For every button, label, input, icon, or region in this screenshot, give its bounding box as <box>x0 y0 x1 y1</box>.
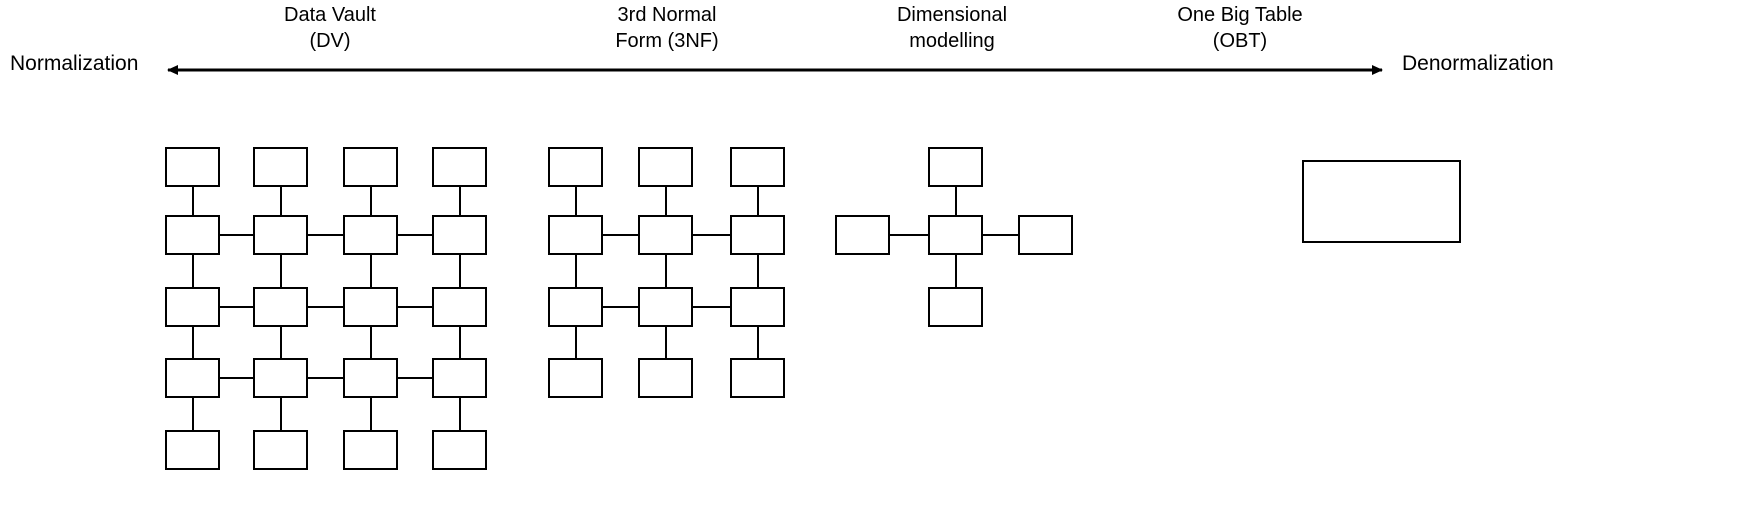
dimension-box-right <box>1018 215 1073 255</box>
connector-vertical <box>458 187 461 215</box>
connector-vertical <box>458 398 461 430</box>
connector-vertical <box>279 187 282 215</box>
one-big-table-box <box>1302 160 1461 243</box>
entity-box <box>165 358 220 398</box>
connector-vertical <box>369 398 372 430</box>
connector-vertical <box>756 255 759 287</box>
connector-vertical <box>458 327 461 358</box>
connector-vertical <box>191 398 194 430</box>
connector-horizontal <box>398 377 432 379</box>
connector-vertical <box>458 255 461 287</box>
connector-horizontal <box>603 306 638 308</box>
connector-horizontal <box>220 377 253 379</box>
connector-horizontal <box>398 306 432 308</box>
entity-box <box>253 147 308 187</box>
normalization-axis-arrow <box>167 65 1383 75</box>
entity-box <box>432 147 487 187</box>
column-title-line: Dimensional <box>896 4 1008 26</box>
entity-box <box>548 358 603 398</box>
entity-box <box>548 215 603 255</box>
connector-vertical <box>664 187 667 215</box>
entity-box <box>638 215 693 255</box>
column-title-line: modelling <box>909 30 995 52</box>
connector-horizontal <box>398 234 432 236</box>
connector-vertical <box>664 255 667 287</box>
column-title-third-normal-form: 3rd Normal Form (3NF) <box>615 2 718 54</box>
connector-horizontal <box>308 377 343 379</box>
entity-box <box>253 215 308 255</box>
connector-vertical <box>574 327 577 358</box>
column-title-line: Form (3NF) <box>615 30 719 52</box>
connector-vertical <box>279 255 282 287</box>
connector-horizontal <box>220 234 253 236</box>
entity-box <box>165 215 220 255</box>
entity-box <box>730 147 785 187</box>
dimension-box-top <box>928 147 983 187</box>
entity-box <box>165 147 220 187</box>
connector-vertical <box>279 327 282 358</box>
fact-table-box <box>928 215 983 255</box>
entity-box <box>548 147 603 187</box>
entity-box <box>253 358 308 398</box>
entity-box <box>638 358 693 398</box>
connector-vertical <box>191 187 194 215</box>
connector-vertical <box>574 187 577 215</box>
connector-horizontal <box>890 234 928 236</box>
connector-horizontal <box>693 306 730 308</box>
connector-vertical <box>574 255 577 287</box>
connector-horizontal <box>308 234 343 236</box>
connector-vertical <box>369 327 372 358</box>
entity-box <box>730 358 785 398</box>
column-title-one-big-table: One Big Table (OBT) <box>1177 2 1302 54</box>
column-title-line: One Big Table <box>1177 4 1303 26</box>
dimension-box-left <box>835 215 890 255</box>
connector-horizontal <box>220 306 253 308</box>
entity-box <box>432 358 487 398</box>
entity-box <box>253 287 308 327</box>
connector-vertical <box>369 187 372 215</box>
connector-horizontal <box>693 234 730 236</box>
connector-vertical <box>954 255 957 287</box>
entity-box <box>638 287 693 327</box>
column-title-dimensional-modelling: Dimensional modelling <box>897 2 1007 54</box>
connector-vertical <box>191 255 194 287</box>
entity-box <box>432 215 487 255</box>
column-title-line: (OBT) <box>1212 30 1268 52</box>
entity-box <box>432 430 487 470</box>
connector-horizontal <box>308 306 343 308</box>
column-title-data-vault: Data Vault (DV) <box>284 2 376 54</box>
connector-horizontal <box>983 234 1018 236</box>
entity-box <box>730 215 785 255</box>
entity-box <box>253 430 308 470</box>
entity-box <box>343 430 398 470</box>
connector-vertical <box>954 187 957 215</box>
connector-vertical <box>369 255 372 287</box>
entity-box <box>343 287 398 327</box>
entity-box <box>343 147 398 187</box>
entity-box <box>343 215 398 255</box>
entity-box <box>548 287 603 327</box>
connector-vertical <box>756 187 759 215</box>
connector-vertical <box>279 398 282 430</box>
axis-label-normalization: Normalization <box>10 52 139 75</box>
connector-vertical <box>664 327 667 358</box>
entity-box <box>730 287 785 327</box>
column-title-line: 3rd Normal <box>617 4 717 26</box>
connector-vertical <box>756 327 759 358</box>
entity-box <box>165 287 220 327</box>
entity-box <box>432 287 487 327</box>
connector-horizontal <box>603 234 638 236</box>
entity-box <box>343 358 398 398</box>
entity-box <box>638 147 693 187</box>
dimension-box-bottom <box>928 287 983 327</box>
connector-vertical <box>191 327 194 358</box>
entity-box <box>165 430 220 470</box>
column-title-line: (DV) <box>309 30 351 52</box>
column-title-line: Data Vault <box>284 4 376 26</box>
axis-label-denormalization: Denormalization <box>1402 52 1554 75</box>
